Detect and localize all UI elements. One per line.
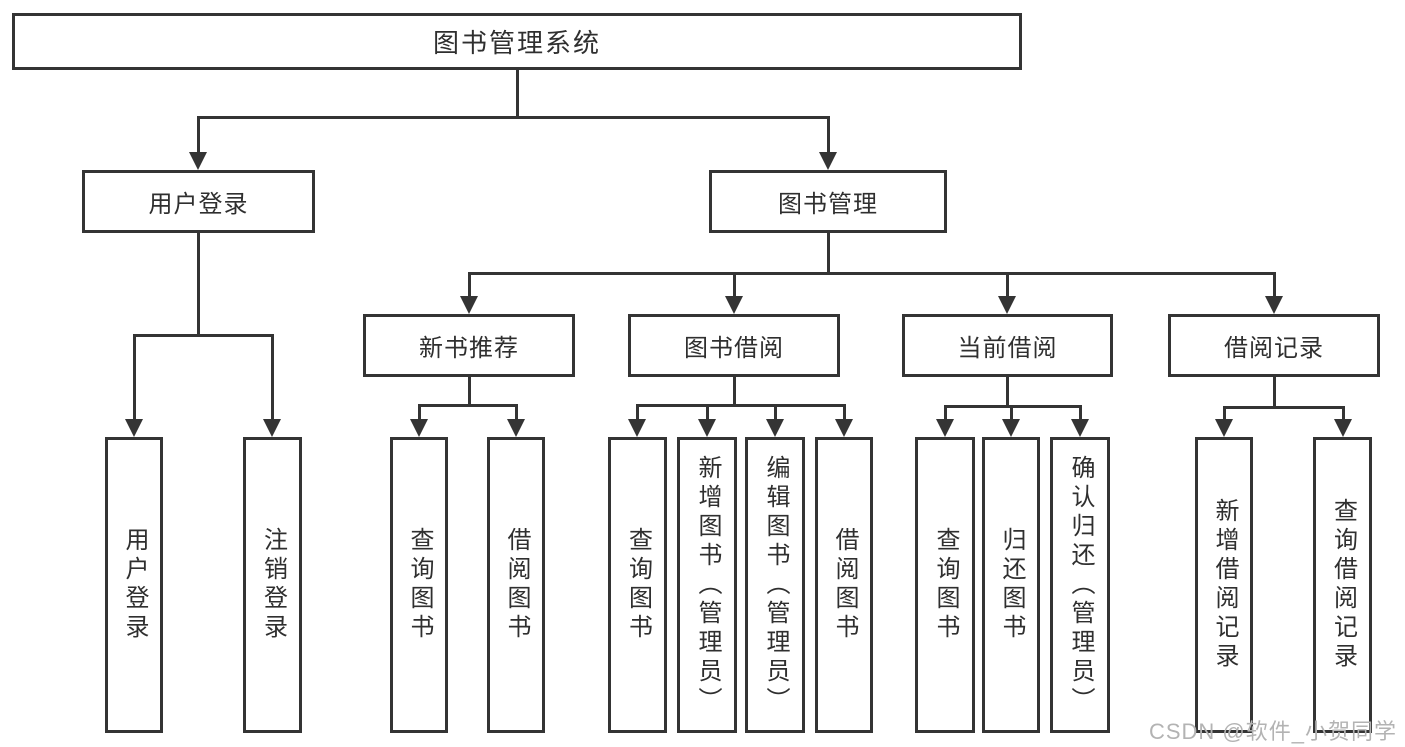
arrowhead-down-icon [189, 152, 207, 170]
connector-line [467, 271, 1276, 275]
node-label: 新增借阅记录 [1211, 498, 1238, 672]
arrowhead-down-icon [698, 419, 716, 437]
node-label: 借阅图书 [831, 527, 858, 643]
node-leaf-add-book: 新增图书（管理员） [677, 437, 737, 733]
arrowhead-down-icon [725, 296, 743, 314]
connector-line [132, 333, 274, 337]
node-leaf-user-login: 用户登录 [105, 437, 163, 733]
node-label: 图书借阅 [684, 335, 784, 362]
arrow-stem [1005, 273, 1009, 300]
node-label: 编辑图书（管理员） [762, 454, 789, 716]
arrowhead-down-icon [936, 419, 954, 437]
node-leaf-return-book: 归还图书 [982, 437, 1040, 733]
connector-line [1272, 377, 1276, 409]
arrowhead-down-icon [410, 419, 428, 437]
node-label: 当前借阅 [957, 335, 1058, 362]
node-book-borrow: 图书借阅 [628, 314, 840, 377]
node-label: 用户登录 [148, 191, 249, 218]
arrowhead-down-icon [766, 419, 784, 437]
node-leaf-query-borrow-record: 查询借阅记录 [1313, 437, 1372, 733]
node-leaf-borrow-book-new: 借阅图书 [487, 437, 545, 733]
arrow-stem [943, 406, 947, 423]
node-label: 确认归还（管理员） [1067, 454, 1094, 716]
arrow-stem [1272, 273, 1276, 300]
csdn-watermark: CSDN @软件_小贺同学 [1148, 719, 1397, 744]
connector-line [1005, 377, 1009, 408]
connector-line [732, 377, 736, 407]
node-leaf-query-book-current: 查询图书 [915, 437, 975, 733]
node-current-borrow: 当前借阅 [902, 314, 1113, 377]
arrow-stem [1341, 407, 1345, 423]
node-label: 查询借阅记录 [1329, 498, 1357, 672]
node-leaf-confirm-return: 确认归还（管理员） [1050, 437, 1110, 733]
node-label: 新增图书（管理员） [694, 454, 721, 716]
node-user-login: 用户登录 [82, 170, 315, 233]
arrow-stem [842, 405, 846, 423]
arrowhead-down-icon [835, 419, 853, 437]
node-label: 查询图书 [406, 527, 433, 643]
node-label: 借阅记录 [1224, 335, 1324, 362]
node-label: 查询图书 [932, 527, 959, 643]
node-label: 归还图书 [998, 527, 1025, 643]
connector-line [943, 404, 1082, 408]
arrowhead-down-icon [1002, 419, 1020, 437]
arrow-stem [514, 405, 518, 423]
arrow-stem [773, 405, 777, 423]
node-book-management: 图书管理 [709, 170, 947, 233]
node-label: 图书管理系统 [432, 28, 601, 58]
connector-line [196, 115, 830, 119]
node-label: 新书推荐 [419, 335, 519, 362]
node-leaf-query-book-new: 查询图书 [390, 437, 448, 733]
connector-line [515, 70, 519, 119]
arrowhead-down-icon [628, 419, 646, 437]
arrowhead-down-icon [460, 296, 478, 314]
arrow-stem [705, 405, 709, 423]
arrowhead-down-icon [263, 419, 281, 437]
node-root: 图书管理系统 [12, 13, 1022, 70]
arrowhead-down-icon [1265, 296, 1283, 314]
node-label: 用户登录 [121, 527, 148, 643]
connector-line [826, 233, 830, 275]
connector-line [196, 233, 200, 337]
arrow-stem [1078, 406, 1082, 423]
connector-line [417, 403, 518, 407]
arrowhead-down-icon [1215, 419, 1233, 437]
connector-line [467, 377, 471, 407]
node-leaf-logout: 注销登录 [243, 437, 302, 733]
arrowhead-down-icon [507, 419, 525, 437]
arrow-stem [270, 335, 274, 423]
arrow-stem [635, 405, 639, 423]
arrowhead-down-icon [125, 419, 143, 437]
arrow-stem [417, 405, 421, 423]
node-leaf-add-borrow-record: 新增借阅记录 [1195, 437, 1253, 733]
node-new-book-recommend: 新书推荐 [363, 314, 575, 377]
node-label: 注销登录 [259, 527, 287, 643]
node-leaf-borrow-book: 借阅图书 [815, 437, 873, 733]
arrow-stem [132, 335, 136, 423]
node-borrow-records: 借阅记录 [1168, 314, 1380, 377]
arrow-stem [196, 117, 200, 156]
node-label: 借阅图书 [503, 527, 530, 643]
arrow-stem [1009, 406, 1013, 423]
arrow-stem [467, 273, 471, 300]
arrow-stem [826, 117, 830, 156]
node-leaf-query-book-borrow: 查询图书 [608, 437, 667, 733]
node-label: 查询图书 [624, 527, 652, 643]
arrowhead-down-icon [1071, 419, 1089, 437]
connector-line [635, 403, 846, 407]
arrowhead-down-icon [819, 152, 837, 170]
arrowhead-down-icon [998, 296, 1016, 314]
arrow-stem [1222, 407, 1226, 423]
arrowhead-down-icon [1334, 419, 1352, 437]
arrow-stem [732, 273, 736, 300]
node-label: 图书管理 [778, 191, 878, 218]
node-leaf-edit-book: 编辑图书（管理员） [745, 437, 805, 733]
connector-line [1222, 405, 1345, 409]
